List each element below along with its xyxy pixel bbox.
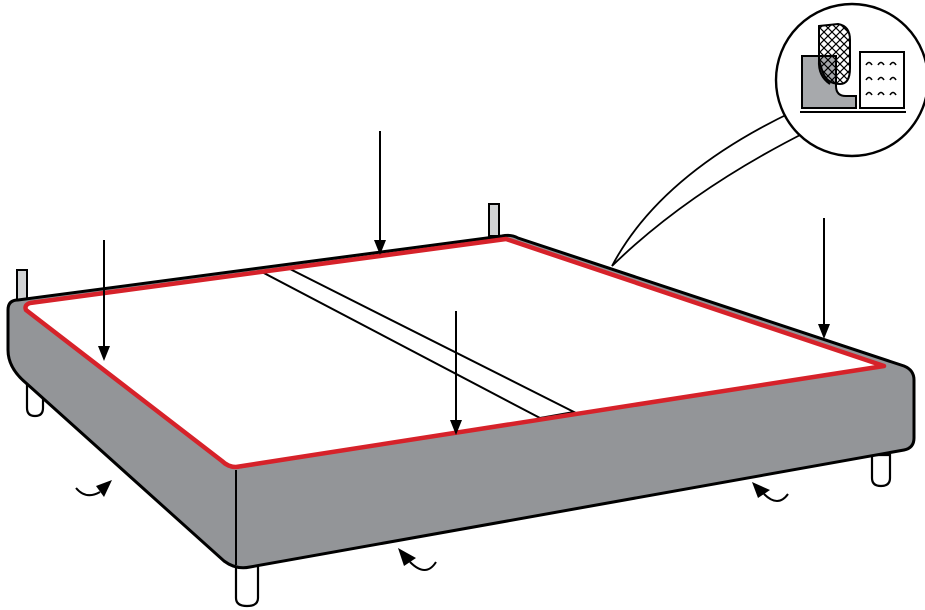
down-arrow-icon [98,240,110,361]
down-arrow-icon [818,218,830,339]
down-arrow-icon [450,311,462,435]
magnifier-detail-icon [774,2,925,158]
corner-post-right [488,203,500,237]
fabric-layer-detail [800,22,906,113]
leg-front-right [870,453,892,488]
down-arrow-icon [374,131,386,255]
curved-arrow-icon [752,482,789,502]
leg-front-left [234,558,260,608]
edge-highlight-outline [23,236,887,470]
zoom-callout-leader [611,111,811,267]
curved-arrow-icon [398,548,437,571]
curved-arrow-icon [75,480,112,497]
